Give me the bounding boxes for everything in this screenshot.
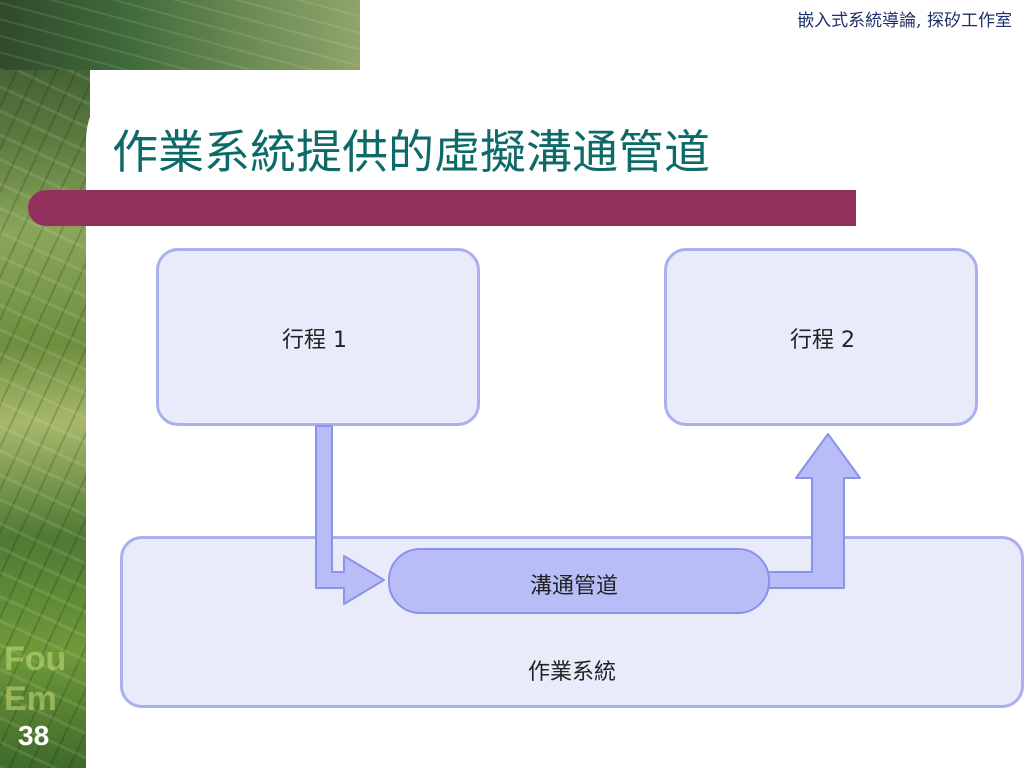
channel-pipe — [388, 548, 770, 614]
process-2-label: 行程 2 — [790, 328, 855, 353]
header-course-text: 嵌入式系統導論, 探矽工作室 — [797, 11, 1012, 31]
process-2-box — [664, 248, 978, 426]
process-1-label: 行程 1 — [282, 328, 347, 353]
slide-number: 38 — [18, 720, 50, 751]
channel-label: 溝通管道 — [530, 574, 619, 599]
background-text-2: Em — [4, 680, 57, 718]
background-text-1: Fou — [4, 640, 67, 678]
os-label: 作業系統 — [528, 660, 617, 685]
background-image-left — [0, 0, 90, 768]
slide-title: 作業系統提供的虛擬溝通管道 — [112, 125, 710, 179]
arrow-process1-to-channel — [315, 425, 385, 605]
title-underline-bar — [28, 190, 856, 226]
process-1-box — [156, 248, 480, 426]
background-image-top — [0, 0, 360, 70]
arrow-channel-to-process2 — [767, 433, 861, 589]
